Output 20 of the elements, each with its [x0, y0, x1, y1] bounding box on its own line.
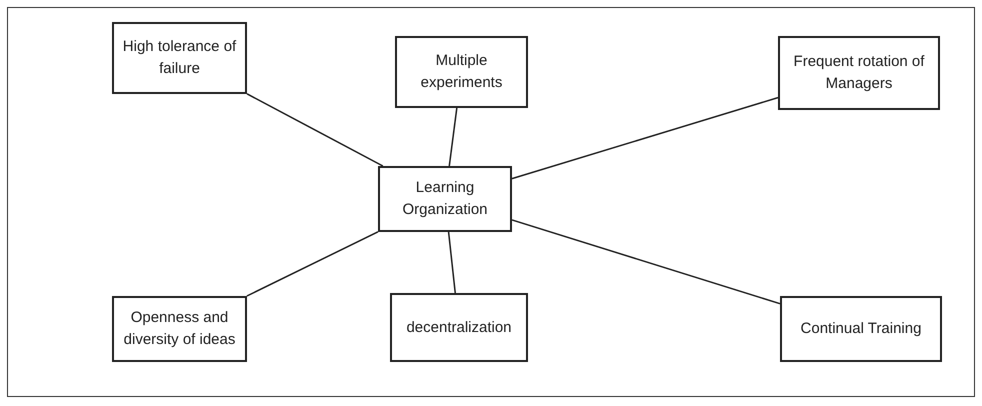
- box-label: Continual Training: [800, 319, 922, 339]
- concept-box: [778, 36, 940, 110]
- connector-line: [448, 108, 458, 166]
- connector-line: [512, 96, 778, 180]
- box-label: Frequent rotation of Managers: [792, 52, 926, 94]
- connector-line: [448, 232, 456, 294]
- connector-line: [512, 219, 780, 304]
- box-label: Learning Organization: [401, 178, 489, 220]
- connector-line: [246, 93, 384, 167]
- concept-box: [780, 296, 942, 362]
- box-label: decentralization: [406, 318, 512, 338]
- box-label: Multiple experiments: [420, 51, 504, 93]
- concept-box: [112, 296, 247, 362]
- concept-box: [112, 22, 247, 94]
- connector-line: [246, 231, 378, 297]
- concept-box: [378, 166, 512, 232]
- box-label: Openness and diversity of ideas: [122, 308, 236, 350]
- concept-box: [395, 36, 528, 108]
- box-label: High tolerance of failure: [122, 37, 237, 79]
- concept-box: [390, 293, 528, 362]
